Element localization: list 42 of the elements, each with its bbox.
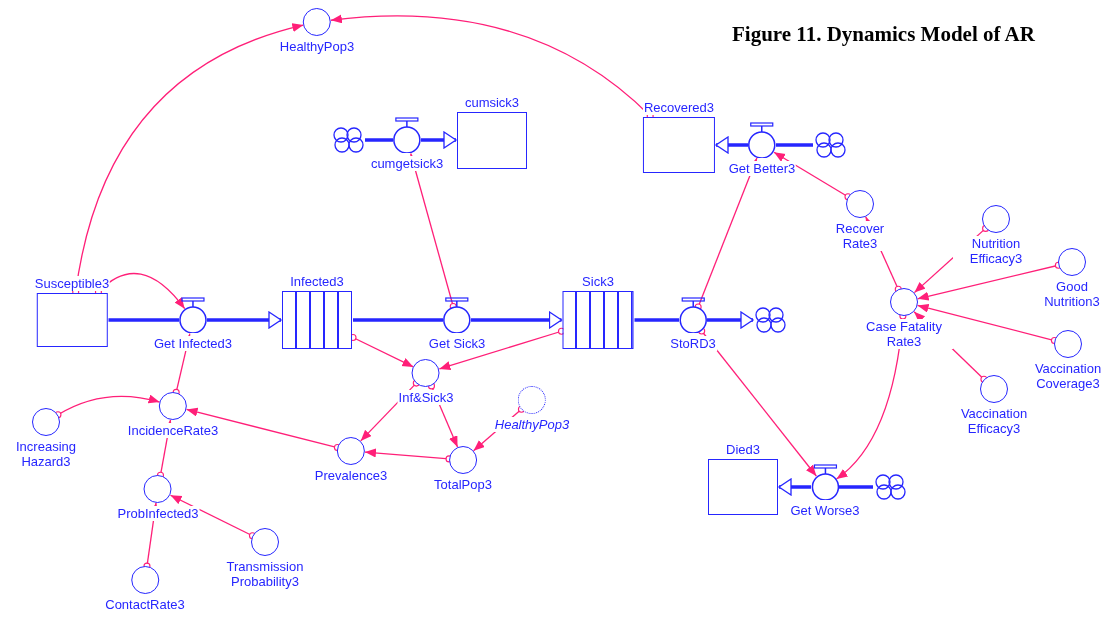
connector-arrow xyxy=(698,327,817,477)
variable-label: HealthyPop3 xyxy=(493,417,571,432)
connector-arrow xyxy=(773,151,852,201)
flow-pipe xyxy=(715,136,748,154)
variable-label: Get Infected3 xyxy=(152,336,234,351)
variable-label: StoRD3 xyxy=(669,336,717,351)
variable-label: Prevalence3 xyxy=(313,468,389,483)
variable-label: Died3 xyxy=(725,442,761,457)
flow-pipe xyxy=(707,311,754,329)
variable-label: Sick3 xyxy=(581,274,615,289)
variable-label: Get Better3 xyxy=(727,161,797,176)
variable-label: cumgetsick3 xyxy=(369,156,445,171)
variable-label: HealthyPop3 xyxy=(278,39,356,54)
figure-title: Figure 11. Dynamics Model of AR xyxy=(732,22,1035,47)
variable-label: Get Worse3 xyxy=(789,503,861,518)
variable-label: TotalPop3 xyxy=(433,477,493,492)
variable-label: Susceptible3 xyxy=(33,276,111,291)
connector-arrow xyxy=(185,407,341,452)
variable-label: Get Sick3 xyxy=(427,336,487,351)
flow-pipe xyxy=(471,311,563,329)
flow-pipe xyxy=(421,131,457,149)
flow-pipe xyxy=(365,138,393,142)
variable-label: Inf&Sick3 xyxy=(397,390,455,405)
flow-pipe xyxy=(108,318,179,322)
flow-pipe xyxy=(207,311,282,329)
connector-arrow xyxy=(54,394,161,419)
flow-pipe xyxy=(778,478,811,496)
connector-arrow xyxy=(169,494,256,540)
connector-arrow xyxy=(409,152,457,311)
variable-label: Recovered3 xyxy=(642,100,716,115)
connector-arrow xyxy=(94,272,186,310)
flow-pipe xyxy=(634,318,679,322)
variable-label: Infected3 xyxy=(289,274,345,289)
connector-arrow xyxy=(916,261,1062,301)
variable-label: IncidenceRate3 xyxy=(126,423,220,438)
connector-arrow xyxy=(694,157,758,311)
flow-pipe xyxy=(839,485,873,489)
variable-label: ContactRate3 xyxy=(104,597,186,612)
connector-arrow xyxy=(916,303,1058,345)
flow-pipe xyxy=(776,143,813,147)
flow-pipe xyxy=(353,318,443,322)
variable-label: ProbInfected3 xyxy=(116,506,200,521)
